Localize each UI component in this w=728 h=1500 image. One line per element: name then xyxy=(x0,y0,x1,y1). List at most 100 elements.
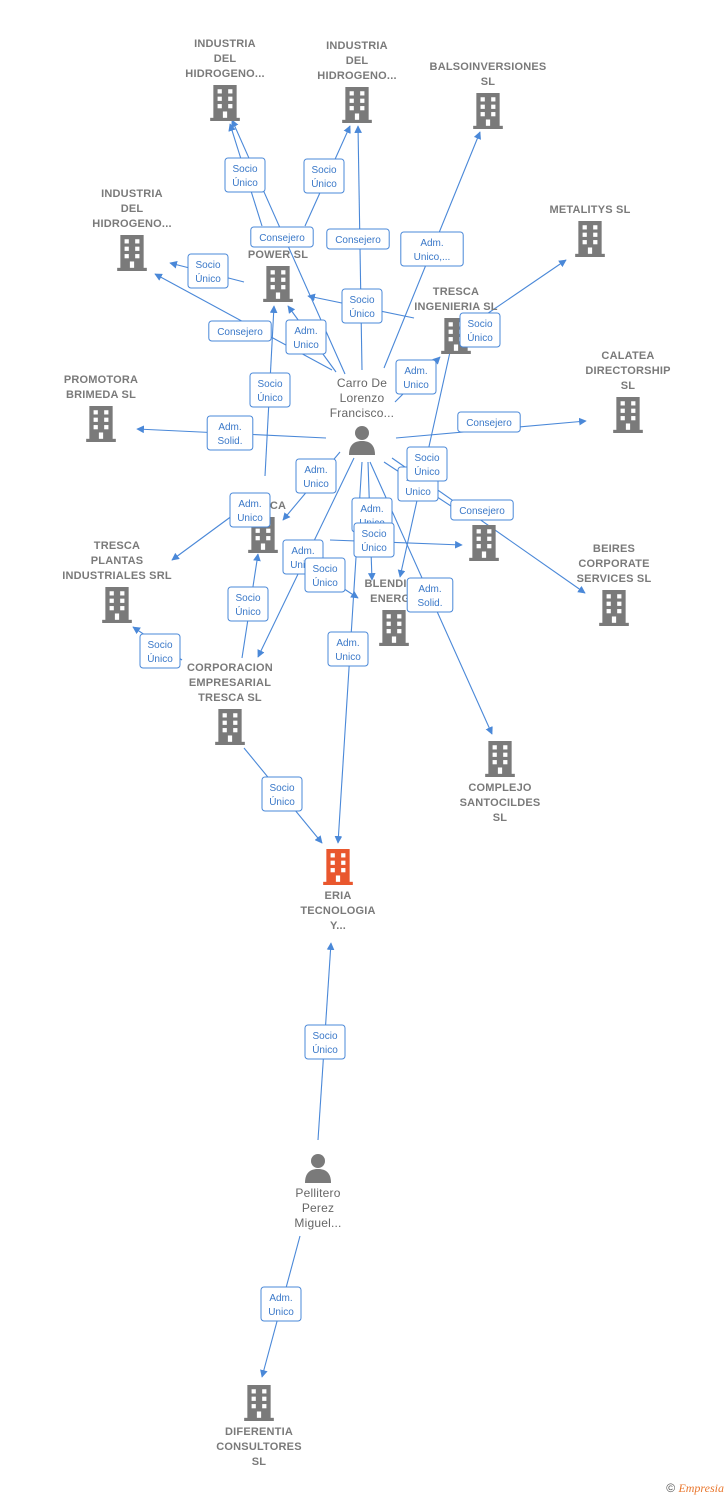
edge-label-text: Consejero xyxy=(259,233,305,244)
node-label-line: Pellitero xyxy=(295,1186,340,1200)
edge-label-e19[interactable]: Consejero xyxy=(450,499,514,521)
node-label-line: PROMOTORA xyxy=(64,374,138,386)
edge-label-e15[interactable]: Adm.Unico xyxy=(295,458,337,494)
node-label-line: BEIRES xyxy=(593,543,635,555)
edge-label-e3[interactable]: Consejero xyxy=(250,226,314,248)
edge-label-box xyxy=(227,586,269,622)
edge-label-e27[interactable]: Adm.Unico xyxy=(327,631,369,667)
edge-label-text: Único xyxy=(257,391,283,404)
edge-label-e4[interactable]: Consejero xyxy=(326,228,390,250)
node-label-line: COMPLEJO xyxy=(468,782,532,794)
edge-label-text: Socio xyxy=(414,453,439,464)
person-icon xyxy=(305,1154,331,1183)
edge-label-text: Consejero xyxy=(217,327,263,338)
edge-label-e13[interactable]: Adm.Solid. xyxy=(206,415,254,451)
node-label-line: METALITYS SL xyxy=(549,204,630,216)
edge-label-text: Único xyxy=(235,605,261,618)
node-eria[interactable]: ERIATECNOLOGIAY... xyxy=(300,849,375,932)
edge-label-box xyxy=(304,1024,346,1060)
edge-label-e30[interactable]: Adm.Unico xyxy=(260,1286,302,1322)
node-beires[interactable]: BEIRES CORPORATE SERVICES SL xyxy=(577,543,652,626)
edge-label-box xyxy=(353,522,395,558)
node-label-line: POWER SL xyxy=(248,249,308,261)
edge-label-box xyxy=(139,633,181,669)
edge-label-text: Único xyxy=(414,465,440,478)
building-icon xyxy=(244,1385,274,1421)
edge-label-text: Adm. xyxy=(418,584,441,595)
edge-label-box xyxy=(261,776,303,812)
edge-label-box xyxy=(457,411,521,433)
node-metal[interactable]: METALITYS SL xyxy=(549,204,630,257)
edge-label-e12[interactable]: Adm.Unico xyxy=(395,359,437,395)
edge-label-text: Único xyxy=(361,541,387,554)
building-icon xyxy=(210,85,240,121)
node-label-line: HIDROGENO... xyxy=(185,68,264,80)
node-ih3[interactable]: INDUSTRIADELHIDROGENO... xyxy=(92,188,172,271)
edge-label-box xyxy=(406,577,454,613)
edge-label-e26[interactable]: Adm.Solid. xyxy=(406,577,454,613)
node-ih1[interactable]: INDUSTRIADELHIDROGENO... xyxy=(185,38,265,121)
node-label-line: TRESCA xyxy=(433,286,479,298)
edge-label-text: Adm. xyxy=(291,546,314,557)
edge-label-text: Socio xyxy=(311,165,336,176)
node-ih2[interactable]: INDUSTRIADELHIDROGENO... xyxy=(317,40,397,123)
edge-label-box xyxy=(406,446,448,482)
edge-label-box xyxy=(229,492,271,528)
node-label-line: TECNOLOGIA xyxy=(300,905,375,917)
building-icon xyxy=(102,587,132,623)
edge-label-text: Socio xyxy=(467,319,492,330)
edge-label-text: Socio xyxy=(269,783,294,794)
node-label-line: TRESCA SL xyxy=(198,692,262,704)
edge-label-text: Adm. xyxy=(294,326,317,337)
edge-label-text: Adm. xyxy=(269,1293,292,1304)
node-power[interactable]: POWER SL xyxy=(248,249,308,302)
node-label-line: Miguel... xyxy=(294,1216,341,1230)
node-label-line: EMPRESARIAL xyxy=(189,677,271,689)
edge-label-text: Único xyxy=(269,795,295,808)
node-label-line: CORPORATE xyxy=(578,558,649,570)
edge-label-box xyxy=(224,157,266,193)
node-label-line: ERIA xyxy=(324,890,351,902)
edge-label-e5[interactable]: Adm.Unico,... xyxy=(400,231,464,267)
edge-label-e16[interactable]: Adm.Unico xyxy=(229,492,271,528)
node-carro[interactable]: Carro DeLorenzoFrancisco... xyxy=(330,376,394,455)
edge-label-text: Socio xyxy=(147,640,172,651)
edge-label-text: Unico xyxy=(303,479,329,490)
node-label-line: SERVICES SL xyxy=(577,573,652,585)
footer-credit[interactable]: © Empresia xyxy=(666,1481,724,1496)
node-label-line: INDUSTRIA xyxy=(326,40,388,52)
edge-label-text: Socio xyxy=(312,564,337,575)
edge-label-e8[interactable]: Consejero xyxy=(208,320,272,342)
edge-label-text: Unico xyxy=(290,560,316,571)
building-icon xyxy=(263,266,293,302)
node-pell[interactable]: PelliteroPerezMiguel... xyxy=(294,1154,341,1230)
edge-label-text: Socio xyxy=(235,593,260,604)
edge-label-e14[interactable]: Consejero xyxy=(457,411,521,433)
building-icon xyxy=(86,406,116,442)
edge-label-e10[interactable]: Adm.Unico xyxy=(285,319,327,355)
nodes-layer: INDUSTRIADELHIDROGENO...INDUSTRIADELHIDR… xyxy=(62,38,670,1468)
node-label-line: HIDROGENO... xyxy=(92,218,171,230)
